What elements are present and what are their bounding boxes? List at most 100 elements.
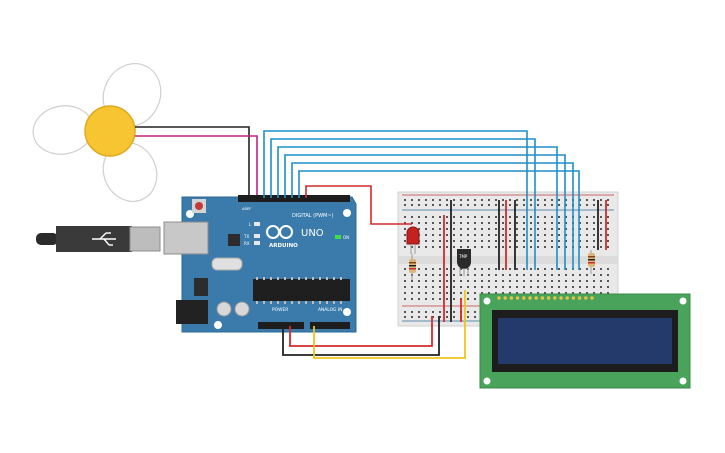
mount-hole [343,308,351,316]
sensor-body [457,249,471,269]
breadboard-hole [516,240,518,242]
breadboard-hole [600,228,602,230]
wire-blue-3[interactable] [277,146,558,270]
resistor-right[interactable] [588,250,595,274]
breadboard-hole [509,240,511,242]
reset-button-cap[interactable] [195,202,203,210]
breadboard-hole [439,298,441,300]
breadboard-hole [481,204,483,206]
wire-red-led[interactable] [305,185,412,225]
wire-blue-2[interactable] [270,138,536,270]
breadboard-hole [495,268,497,270]
breadboard-hole [565,199,567,201]
breadboard-hole [579,292,581,294]
breadboard-hole [474,286,476,288]
breadboard-hole [404,222,406,224]
breadboard-hole [474,311,476,313]
sensor-label: TMP [458,254,468,259]
breadboard-hole [425,222,427,224]
lcd-screen [498,318,672,364]
arduino-uno-board[interactable]: DIGITAL (PWM~) AREF L TX RX ARDUINO UNO … [163,195,357,333]
breadboard-hole [579,216,581,218]
breadboard-hole [495,204,497,206]
breadboard-hole [537,246,539,248]
breadboard-hole [446,234,448,236]
breadboard-hole [488,268,490,270]
breadboard-hole [558,228,560,230]
breadboard-hole [481,268,483,270]
lcd-mount-hole [679,377,687,385]
wire-blue-5[interactable] [291,162,574,270]
breadboard-hole [600,216,602,218]
wire-black-gnd[interactable] [282,316,440,356]
temperature-sensor[interactable]: TMP [457,249,471,276]
breadboard-hole [523,286,525,288]
breadboard-hole [544,204,546,206]
breadboard-hole [530,228,532,230]
breadboard-hole [551,268,553,270]
breadboard-hole [551,286,553,288]
breadboard-hole [593,246,595,248]
breadboard-hole [593,240,595,242]
breadboard-hole [586,199,588,201]
breadboard-hole [418,286,420,288]
breadboard-hole [502,246,504,248]
lcd-pin [590,296,594,300]
breadboard-hole [544,234,546,236]
breadboard-hole [495,292,497,294]
wire-blue-1[interactable] [263,130,528,270]
breadboard-hole [404,311,406,313]
breadboard-hole [600,292,602,294]
resistor-led[interactable] [409,254,416,280]
breadboard-hole [558,204,560,206]
power-wires [282,290,466,359]
breadboard-hole [558,292,560,294]
breadboard-hole [586,234,588,236]
breadboard-hole [516,274,518,276]
breadboard-hole [558,222,560,224]
breadboard-hole [404,240,406,242]
breadboard-hole [523,216,525,218]
breadboard-hole [509,228,511,230]
breadboard-hole [502,199,504,201]
motor-wire-magenta[interactable] [135,135,258,198]
mount-hole [343,209,351,217]
mount-hole [214,321,222,329]
breadboard-hole [600,246,602,248]
wire-red-5v[interactable] [289,316,433,347]
wire-yellow-a0[interactable] [313,290,466,359]
breadboard-hole [593,234,595,236]
breadboard-hole [593,268,595,270]
breadboard-hole [432,204,434,206]
red-led[interactable] [406,226,420,254]
breadboard-hole [460,292,462,294]
digital-header-label: DIGITAL (PWM~) [292,213,334,219]
breadboard-hole [425,311,427,313]
breadboard-hole [439,274,441,276]
breadboard-hole [446,298,448,300]
lcd-16x2[interactable] [479,293,691,389]
breadboard-hole [593,228,595,230]
usb-cable[interactable] [36,226,161,252]
breadboard-hole [467,246,469,248]
breadboard-hole [509,204,511,206]
wire-blue-4[interactable] [284,154,566,270]
breadboard-hole [523,292,525,294]
motor-wire-black[interactable] [135,126,250,198]
breadboard-hole [502,222,504,224]
breadboard-hole [586,280,588,282]
breadboard-hole [544,216,546,218]
breadboard-hole [425,286,427,288]
analog-header [310,322,350,329]
breadboard-hole [481,199,483,201]
digital-header [238,195,350,202]
breadboard-hole [502,216,504,218]
breadboard-hole [418,268,420,270]
breadboard-hole [467,292,469,294]
breadboard-hole [495,199,497,201]
breadboard-hole [600,240,602,242]
wire-blue-6[interactable] [298,170,580,270]
breadboard-hole [607,240,609,242]
crystal [211,257,243,271]
dc-motor-fan[interactable] [29,54,171,210]
